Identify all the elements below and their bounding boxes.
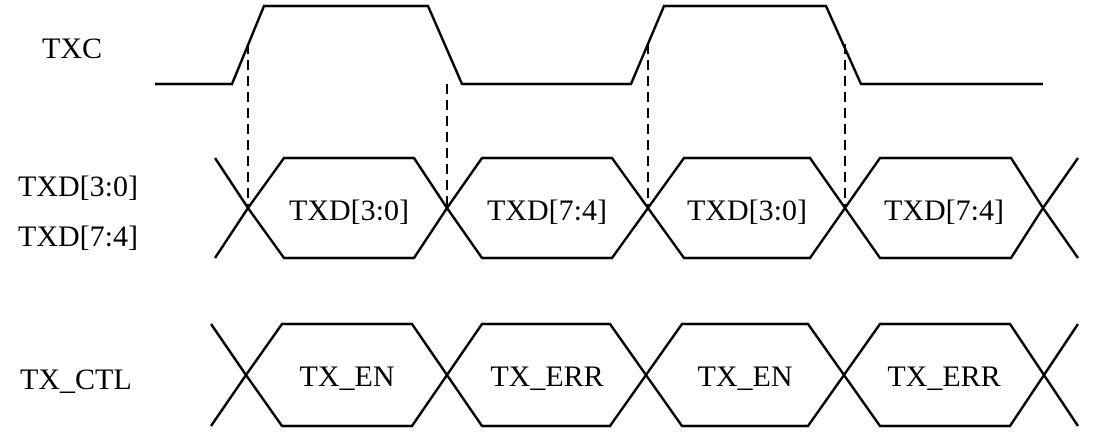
tx-ctl-bus-waveform: [209, 322, 1080, 428]
txc-clock-waveform: [155, 4, 1043, 86]
tx-ctl-cell-label: TX_EN: [300, 360, 395, 393]
txd-bus-bottom-line: [213, 205, 1080, 260]
txc-signal-label: TXC: [42, 32, 102, 65]
tx-ctl-cell-label: TX_EN: [698, 360, 793, 393]
tx-ctl-cell-label: TX_ERR: [490, 360, 603, 393]
txd-cell-label: TXD[3:0]: [289, 194, 409, 227]
txd-bus-waveform: [213, 156, 1080, 260]
tx-ctl-bus-bottom-line: [209, 372, 1080, 428]
txd-signal-label-line1: TXD[3:0]: [18, 170, 138, 203]
txd-cell-label: TXD[7:4]: [487, 194, 607, 227]
txd-cell-label: TXD[3:0]: [687, 194, 807, 227]
tx-ctl-signal-label: TX_CTL: [20, 363, 132, 396]
tx-ctl-cell-label: TX_ERR: [887, 360, 1000, 393]
txd-cell-label: TXD[7:4]: [884, 194, 1004, 227]
txd-signal-label-line2: TXD[7:4]: [18, 220, 138, 253]
